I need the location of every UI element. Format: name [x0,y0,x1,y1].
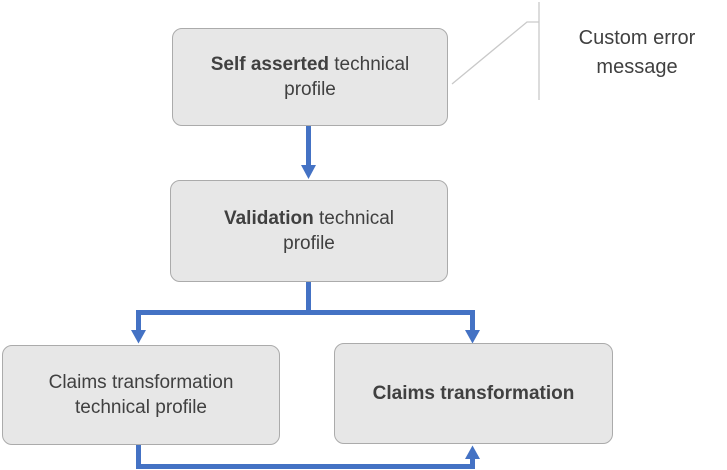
node-claims-transformation: Claims transformation [334,343,613,444]
node-label: Self asserted technical profile [210,53,410,100]
node-label: Claims transformation [372,382,575,404]
node-label: Validation technical profile [223,207,395,254]
arrow-validation-branch [131,282,480,344]
callout-leader-line [451,2,540,100]
node-label: Claims transformation technical profile [48,371,234,418]
node-self-asserted-technical-profile: Self asserted technical profile [172,28,448,126]
callout-custom-error-message: Custom error message [578,27,696,78]
arrow-claims-tp-to-claims-transformation [136,445,480,469]
node-validation-technical-profile: Validation technical profile [170,180,448,282]
node-claims-transformation-technical-profile: Claims transformation technical profile [2,345,280,445]
arrow-self-asserted-to-validation [301,126,316,179]
